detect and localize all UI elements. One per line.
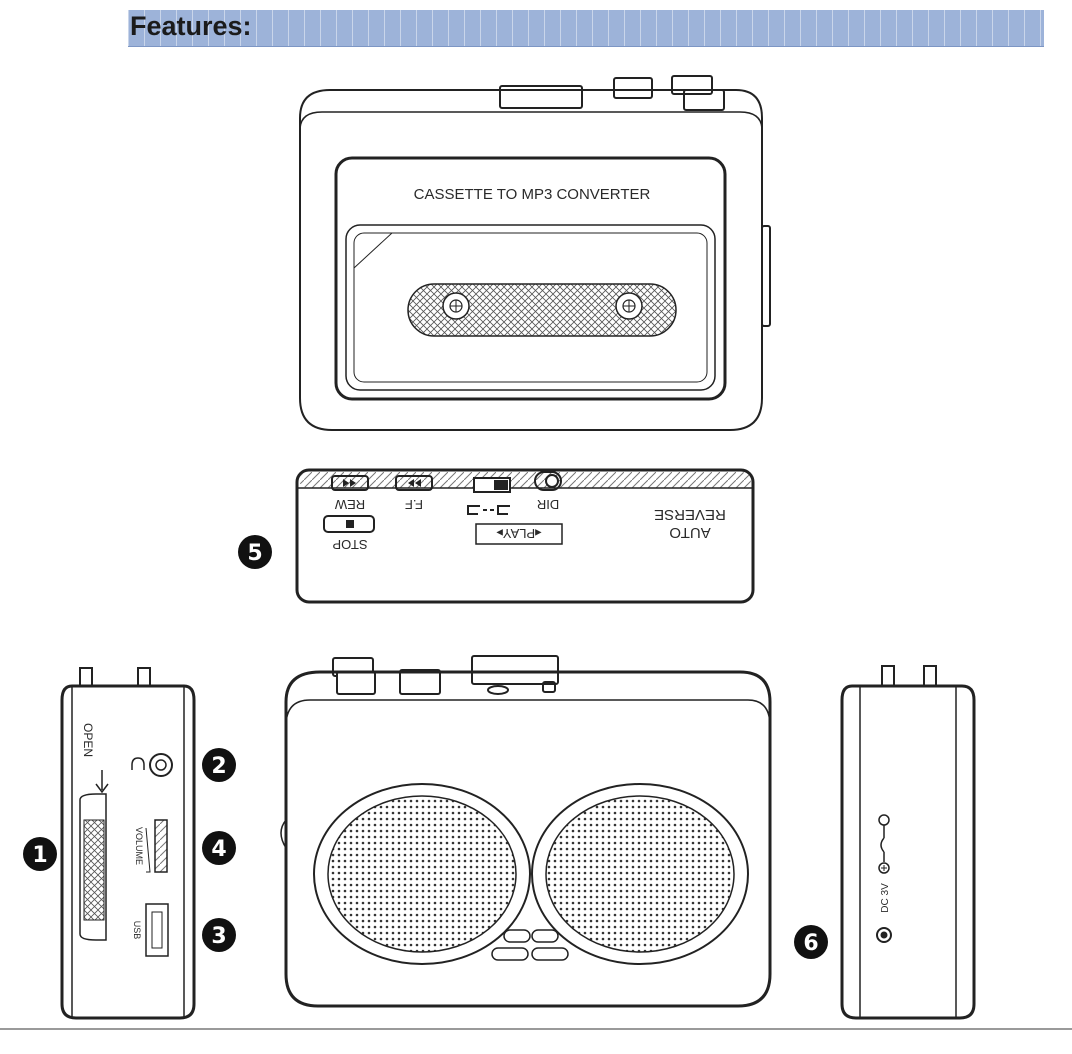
right-side-view — [840, 665, 976, 1020]
callout-4-label: 4 — [211, 837, 226, 862]
bottom-rule — [0, 1028, 1072, 1030]
headphone-icon — [131, 757, 145, 770]
rew-label: REW — [334, 497, 365, 512]
volume-label: VOLUME — [134, 827, 144, 865]
callout-3: 3 — [202, 918, 236, 952]
callout-5-label: 5 — [247, 541, 262, 566]
callout-5: 5 — [238, 535, 272, 569]
header-bar — [128, 10, 1044, 47]
callout-1-label: 1 — [32, 843, 47, 868]
left-side-view — [60, 667, 196, 1020]
callout-2: 2 — [202, 748, 236, 782]
cassette-label: CASSETTE TO MP3 CONVERTER — [414, 186, 651, 203]
usb-label: USB — [132, 921, 142, 940]
front-view — [280, 655, 772, 1008]
open-label: OPEN — [81, 723, 95, 757]
auto-label: AUTO — [669, 524, 710, 541]
button-panel — [295, 468, 755, 604]
left-side-labels: OPEN VOLUME USB — [81, 723, 145, 940]
dc-label: DC 3V — [880, 883, 891, 913]
ff-label: F.F — [405, 497, 423, 512]
callout-1: 1 — [23, 837, 57, 871]
button-panel-labels: ◂PLAY▸ STOP REW F.F DIR AUTO REVERSE — [323, 471, 726, 552]
page-title: Features: — [130, 11, 252, 41]
callout-3-label: 3 — [211, 924, 226, 949]
callout-6-label: 6 — [803, 931, 818, 956]
callout-4: 4 — [202, 831, 236, 865]
callout-6: 6 — [794, 925, 828, 959]
stop-label: STOP — [332, 537, 367, 552]
reverse-label: REVERSE — [654, 506, 726, 523]
top-view — [299, 75, 771, 431]
play-label: ◂PLAY▸ — [496, 526, 542, 541]
dir-label: DIR — [537, 497, 559, 512]
callout-2-label: 2 — [211, 754, 226, 779]
